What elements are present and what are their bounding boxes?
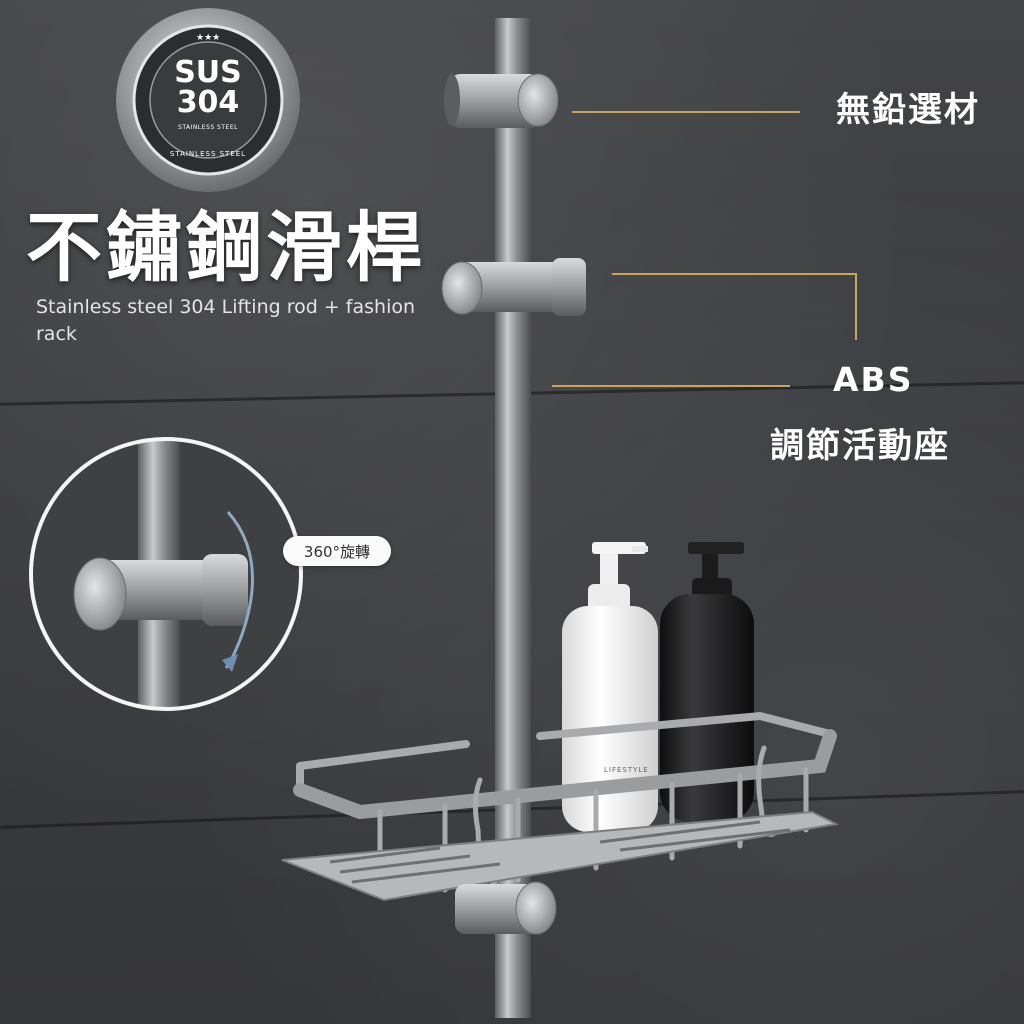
callout-middle-label-2: 調節活動座	[770, 426, 950, 466]
callout-lines	[552, 111, 857, 387]
badge-line1: SUS	[174, 55, 242, 90]
basket	[293, 711, 837, 893]
white-bottle	[562, 542, 658, 832]
basket-slots	[329, 820, 791, 884]
rotation-inset	[29, 437, 303, 711]
basket-floor	[281, 810, 840, 902]
top-bracket	[444, 73, 559, 128]
badge-ring-text: STAINLESS STEEL	[169, 150, 247, 158]
bottom-bracket	[455, 881, 557, 935]
page-subtitle: Stainless steel 304 Lifting rod + fashio…	[36, 296, 416, 345]
sus304-badge: ★★★	[116, 8, 300, 192]
black-bottle	[660, 542, 754, 822]
rotate-tag: 360°旋轉	[283, 536, 391, 566]
page-title: 不鏽鋼滑桿	[26, 203, 426, 292]
basket-mark: LIFESTYLE	[604, 766, 649, 774]
badge-inner-text: STAINLESS STEEL	[178, 124, 238, 131]
abs-seat	[441, 258, 586, 316]
badge-star: ★★★	[196, 33, 220, 43]
badge-line2: 304	[176, 85, 240, 120]
callout-middle-label-1: ABS	[833, 360, 914, 399]
callout-top-label: 無鉛選材	[836, 90, 980, 130]
